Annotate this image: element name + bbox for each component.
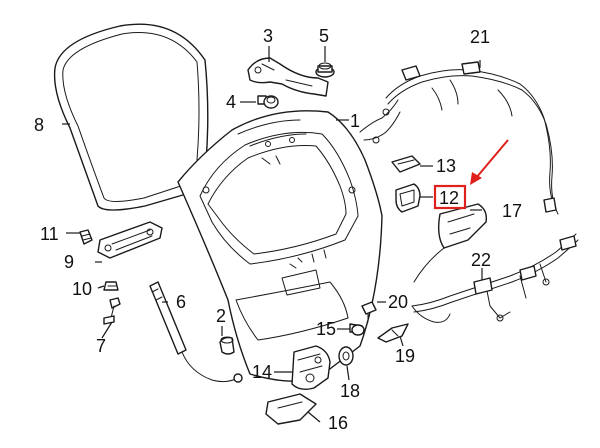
part-2-bumper (219, 336, 235, 355)
part-11-bump-stop (79, 229, 93, 245)
part-7-pin (103, 297, 121, 325)
part-15-screw (349, 323, 365, 336)
callout-6: 6 (176, 292, 186, 312)
part-20-bracket (361, 301, 377, 323)
part-1-liftgate (177, 110, 383, 382)
callout-12: 12 (439, 188, 459, 208)
leader-lines (62, 46, 483, 423)
callout-13: 13 (436, 156, 456, 176)
callout-7: 7 (96, 336, 106, 356)
part-6-gas-strut (149, 281, 243, 383)
callout-labels: 8 1 3 5 4 6 2 7 9 10 11 13 12 17 21 22 2… (34, 26, 522, 433)
highlight-arrow (475, 139, 509, 179)
callout-8: 8 (34, 115, 44, 135)
callout-22: 22 (471, 250, 491, 270)
part-4-bolt (257, 95, 279, 109)
part-10-clip (103, 281, 119, 291)
part-18-grommet (338, 346, 354, 366)
part-9-switch (97, 221, 163, 259)
highlight-12 (433, 139, 509, 210)
callout-1: 1 (350, 111, 360, 131)
part-3-hinge (247, 57, 329, 97)
callout-18: 18 (340, 381, 360, 401)
callout-19: 19 (395, 346, 415, 366)
part-14-latch (291, 345, 331, 391)
callout-5: 5 (319, 26, 329, 46)
part-17-actuator (413, 203, 488, 283)
callout-11: 11 (40, 224, 59, 244)
callout-9: 9 (64, 252, 74, 272)
callout-21: 21 (470, 27, 490, 47)
highlight-arrow-head (470, 172, 482, 185)
callout-4: 4 (226, 92, 236, 112)
part-19-striker (377, 323, 409, 343)
part-5-nut (315, 62, 335, 78)
highlight-box (433, 184, 467, 210)
callout-16: 16 (328, 413, 348, 433)
part-12-camera (395, 183, 421, 213)
callout-15: 15 (316, 319, 336, 339)
callout-10: 10 (72, 279, 92, 299)
callout-17: 17 (502, 201, 522, 221)
callout-14: 14 (252, 362, 272, 382)
callout-2: 2 (216, 306, 226, 326)
part-16-cover (265, 393, 317, 425)
callout-20: 20 (388, 292, 408, 312)
part-22-lower-harness (411, 233, 579, 323)
part-21-upper-harness (359, 61, 559, 215)
callout-3: 3 (263, 26, 273, 46)
part-13-lamp (391, 155, 421, 173)
